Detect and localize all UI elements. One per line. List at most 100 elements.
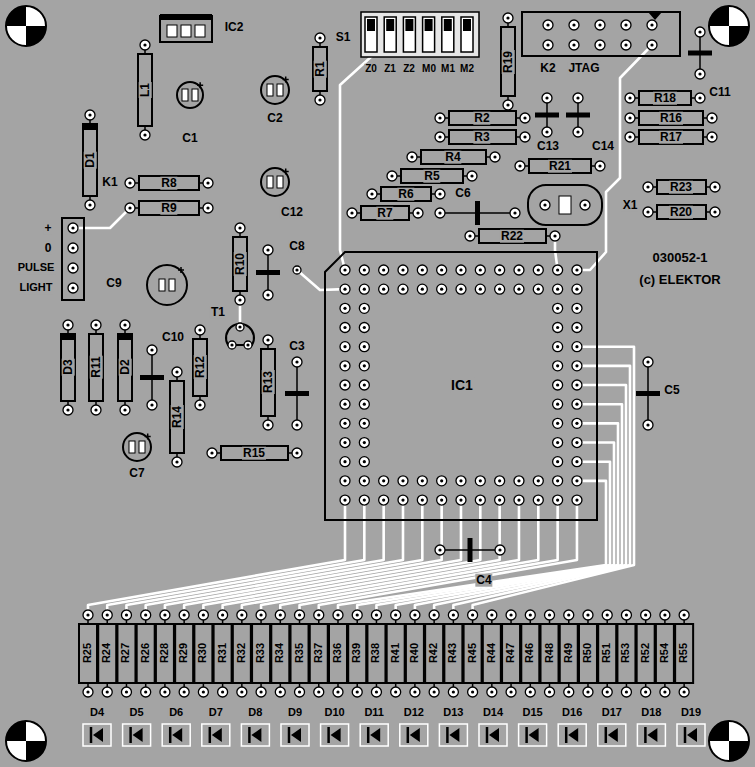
part-label: R53 — [621, 642, 633, 664]
drill-hole — [71, 246, 74, 249]
solder-pad — [475, 284, 485, 294]
led-symbol — [687, 728, 697, 742]
led-outline — [558, 724, 586, 746]
led-symbol — [331, 728, 341, 742]
solder-pad — [625, 113, 635, 123]
solder-pad — [120, 405, 130, 415]
drill-hole — [298, 613, 301, 616]
part-label: R18 — [653, 92, 677, 105]
part-label: R13 — [262, 370, 275, 394]
solder-pad — [340, 457, 350, 467]
drill-hole — [517, 498, 520, 501]
solder-pad — [679, 610, 689, 620]
solder-pad — [553, 342, 563, 352]
led-bar — [327, 727, 330, 743]
trace-layer — [73, 45, 652, 615]
solder-pad — [695, 69, 705, 79]
solder-pad — [569, 40, 579, 50]
solder-pad — [172, 367, 182, 377]
part-label: R28 — [159, 642, 171, 664]
drill-hole — [556, 268, 559, 271]
solder-pad — [475, 495, 485, 505]
solder-pad — [237, 610, 247, 620]
drill-hole — [375, 613, 378, 616]
led-symbol — [291, 728, 301, 742]
resistor-outline — [79, 624, 97, 683]
resistor-outline — [444, 624, 462, 683]
solder-pad — [495, 265, 505, 275]
solder-pad — [198, 610, 208, 620]
solder-pad — [533, 476, 543, 486]
drill-hole — [363, 422, 366, 425]
solder-pad — [487, 687, 497, 697]
led-bar — [684, 727, 687, 743]
solder-pad — [468, 687, 478, 697]
part-label: C9 — [105, 277, 122, 290]
drill-hole — [363, 268, 366, 271]
solder-pad — [359, 457, 369, 467]
drill-hole — [238, 325, 241, 328]
part-label: C8 — [288, 240, 305, 253]
capacitor-plate — [140, 375, 164, 380]
drill-hole — [698, 30, 701, 33]
registration-quadrant — [26, 741, 46, 761]
drill-hole — [295, 360, 298, 363]
drill-hole — [382, 479, 385, 482]
resistor-outline — [675, 624, 693, 683]
drill-hole — [343, 479, 346, 482]
drill-hole — [490, 613, 493, 616]
part-label: C13 — [536, 140, 560, 153]
solder-pad — [595, 20, 605, 30]
drill-hole — [150, 348, 153, 351]
resistor-outline — [449, 130, 516, 144]
solder-pad — [277, 84, 283, 96]
part-label: K2 — [539, 62, 556, 75]
solder-pad — [448, 610, 458, 620]
drill-hole — [363, 345, 366, 348]
solder-pad — [340, 323, 350, 333]
resistor-outline — [361, 206, 409, 220]
solder-pad — [315, 33, 325, 43]
drill-hole — [202, 613, 205, 616]
solder-pad — [181, 25, 191, 37]
drill-hole — [452, 613, 455, 616]
drill-hole — [279, 690, 282, 693]
solder-pad — [263, 245, 273, 255]
drill-hole — [198, 403, 201, 406]
solder-pad — [602, 610, 612, 620]
drill-hole — [553, 234, 556, 237]
drill-hole — [370, 192, 373, 195]
drill-hole — [498, 268, 501, 271]
part-label: C5 — [663, 384, 680, 397]
part-label: R30 — [198, 642, 210, 664]
solder-pad — [503, 100, 513, 110]
solder-pad — [340, 399, 350, 409]
drill-hole — [498, 548, 501, 551]
drill-hole — [240, 613, 243, 616]
resistor-outline — [401, 169, 463, 183]
drill-hole — [438, 192, 441, 195]
drill-hole — [470, 174, 473, 177]
solder-pad — [263, 335, 273, 345]
solder-pad — [275, 687, 285, 697]
drill-hole — [128, 206, 131, 209]
resistor-outline — [387, 624, 405, 683]
drill-hole — [598, 23, 601, 26]
solder-pad — [333, 687, 343, 697]
solder-pad — [437, 265, 447, 275]
drill-hole — [575, 422, 578, 425]
drill-hole — [479, 288, 482, 291]
solder-pad — [379, 476, 389, 486]
resistor-outline — [541, 624, 559, 683]
led-bar — [565, 727, 568, 743]
part-label: R37 — [313, 642, 325, 664]
drill-hole — [523, 135, 526, 138]
switch-slot — [403, 17, 415, 52]
solder-pad — [710, 207, 720, 217]
solder-pad — [315, 95, 325, 105]
resistor-outline — [617, 624, 635, 683]
resistor-outline — [271, 624, 289, 683]
led-outline — [400, 724, 428, 746]
drill-hole — [356, 690, 359, 693]
